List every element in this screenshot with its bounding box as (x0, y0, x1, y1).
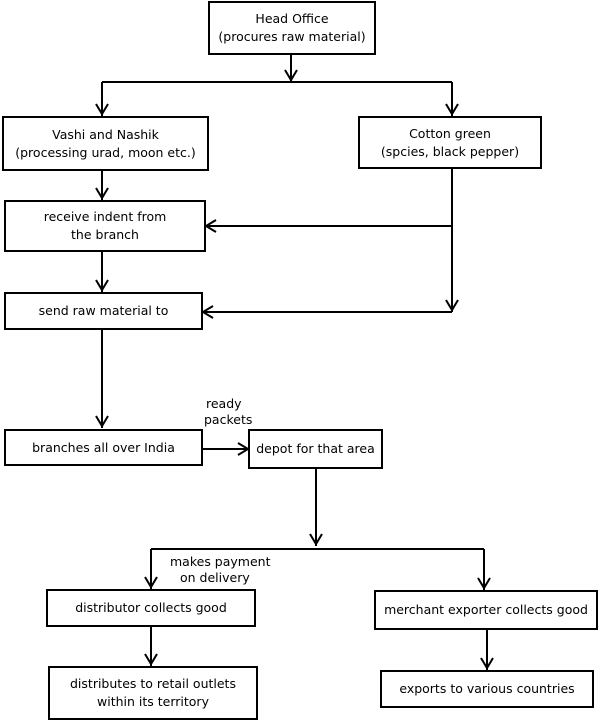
merchant-exporter-label: merchant exporter collects good (384, 602, 588, 617)
arrowhead-send-from-cotton (201, 305, 214, 319)
receive-indent-box: receive indent from the branch (4, 200, 206, 252)
arrowhead-distributor (144, 576, 158, 589)
arrowhead-exports (480, 657, 494, 670)
makes-payment-line2: on delivery (180, 570, 250, 585)
vashi-nashik-box: Vashi and Nashik (processing urad, moon … (2, 116, 209, 171)
makes-payment-label: makes payment on delivery (170, 554, 271, 586)
head-office-subtitle: (procures raw material) (218, 29, 366, 44)
distributor-label: distributor collects good (75, 600, 227, 615)
merchant-exporter-box: merchant exporter collects good (374, 590, 598, 630)
receive-indent-line2: the branch (71, 227, 139, 242)
ready-packets-line2: packets (204, 412, 253, 427)
arrowhead-indent-from-cotton (204, 219, 217, 233)
head-office-box: Head Office (procures raw material) (208, 1, 376, 55)
retail-outlets-box: distributes to retail outlets within its… (48, 666, 258, 720)
vashi-nashik-title: Vashi and Nashik (52, 126, 159, 142)
cotton-green-box: Cotton green (spcies, black pepper) (358, 116, 542, 169)
arrowhead-vashi (95, 103, 109, 116)
receive-indent-line1: receive indent from (43, 209, 167, 224)
arrowhead-depot-split (309, 533, 323, 546)
ready-packets-label: ready packets (204, 396, 252, 428)
send-raw-material-label: send raw material to (38, 303, 169, 318)
arrowhead-merchant (477, 577, 491, 590)
send-raw-material-box: send raw material to (4, 292, 203, 330)
head-office-title: Head Office (255, 11, 329, 26)
cotton-green-title: Cotton green (409, 125, 491, 141)
ready-packets-line1: ready (206, 396, 242, 411)
retail-outlets-line1: distributes to retail outlets (70, 676, 236, 691)
arrowhead-branches (95, 415, 109, 428)
arrowhead-receive-indent (95, 187, 109, 200)
retail-outlets-line2: within its territory (97, 694, 209, 709)
depot-label: depot for that area (256, 441, 375, 456)
arrowhead-retail (144, 653, 158, 666)
distributor-box: distributor collects good (46, 589, 256, 627)
arrowheads (95, 69, 494, 670)
makes-payment-line1: makes payment (170, 554, 271, 569)
branches-box: branches all over India (4, 429, 203, 466)
branches-label: branches all over India (32, 439, 175, 455)
arrowhead-head-office (284, 69, 298, 82)
arrowhead-cotton (445, 103, 459, 116)
exports-box: exports to various countries (380, 670, 594, 708)
exports-label: exports to various countries (399, 681, 575, 696)
vashi-nashik-subtitle: (processing urad, moon etc.) (15, 144, 196, 160)
cotton-green-subtitle: (spcies, black pepper) (380, 143, 520, 159)
connectors (101, 54, 488, 670)
arrowhead-cotton-down (445, 299, 459, 312)
arrowhead-send-raw (95, 279, 109, 292)
depot-box: depot for that area (248, 429, 383, 469)
